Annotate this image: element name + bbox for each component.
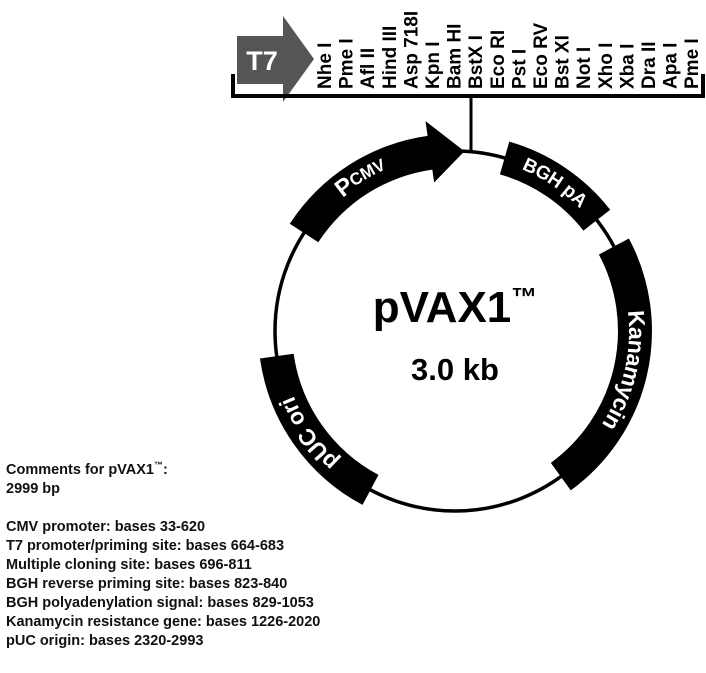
mcs-site-label: Nhe I bbox=[315, 43, 336, 89]
feature-list-item: CMV promoter: bases 33-620 bbox=[6, 518, 206, 535]
feature-list-item: T7 promoter/priming site: bases 664-683 bbox=[6, 537, 285, 554]
mcs-site-label: Dra II bbox=[639, 41, 660, 89]
mcs-site-label: Bst XI bbox=[553, 35, 574, 89]
feature-list-item: BGH reverse priming site: bases 823-840 bbox=[6, 575, 288, 592]
plasmid-size: 3.0 kb bbox=[411, 352, 499, 387]
mcs-site-label: Pme I bbox=[337, 38, 358, 89]
mcs-site-label: Afl II bbox=[358, 48, 379, 89]
comments-title: Comments for pVAX1™: bbox=[6, 460, 168, 478]
mcs-site-label: Kpn I bbox=[423, 42, 444, 90]
mcs-site-label: Bam HI bbox=[445, 24, 466, 89]
comments-block: Comments for pVAX1™: 2999 bp CMV promote… bbox=[6, 456, 320, 651]
mcs-site-label: Apa I bbox=[661, 43, 682, 89]
plasmid-length: 2999 bp bbox=[6, 480, 60, 497]
mcs-site-label: Xba I bbox=[617, 44, 638, 89]
feature-list-item: pUC origin: bases 2320-2993 bbox=[6, 632, 204, 649]
mcs-site-label: Asp 718I bbox=[401, 11, 422, 89]
mcs-bracket bbox=[231, 74, 705, 98]
plasmid-name: pVAX1™ bbox=[373, 282, 538, 332]
mcs-site-label: Not I bbox=[574, 47, 595, 89]
mcs-site-label: Xho I bbox=[596, 43, 617, 89]
feature-list: CMV promoter: bases 33-620 T7 promoter/pr… bbox=[6, 518, 320, 651]
t7-arrow-shape bbox=[237, 16, 314, 102]
t7-label: T7 bbox=[246, 46, 278, 76]
bgh-pa-segment bbox=[499, 141, 611, 231]
feature-list-item: Multiple cloning site: bases 696-811 bbox=[6, 556, 252, 573]
mcs-site-label: Hind III bbox=[380, 26, 401, 89]
mcs-site-label: Pst I bbox=[509, 49, 530, 89]
kanamycin-segment bbox=[550, 238, 652, 491]
feature-list-item: Kanamycin resistance gene: bases 1226-20… bbox=[6, 613, 321, 630]
feature-list-item: BGH polyadenylation signal: bases 829-10… bbox=[6, 594, 314, 611]
puc-ori-segment bbox=[259, 353, 379, 505]
t7-promoter-arrow: T7 bbox=[237, 16, 314, 102]
mcs-site-label: Pme I bbox=[682, 38, 703, 89]
mcs-site-label: BstX I bbox=[466, 35, 487, 89]
mcs-site-label: Eco RV bbox=[531, 22, 552, 89]
pcmv-promoter-arrow bbox=[289, 121, 465, 243]
mcs-site-label: Eco RI bbox=[488, 30, 509, 89]
